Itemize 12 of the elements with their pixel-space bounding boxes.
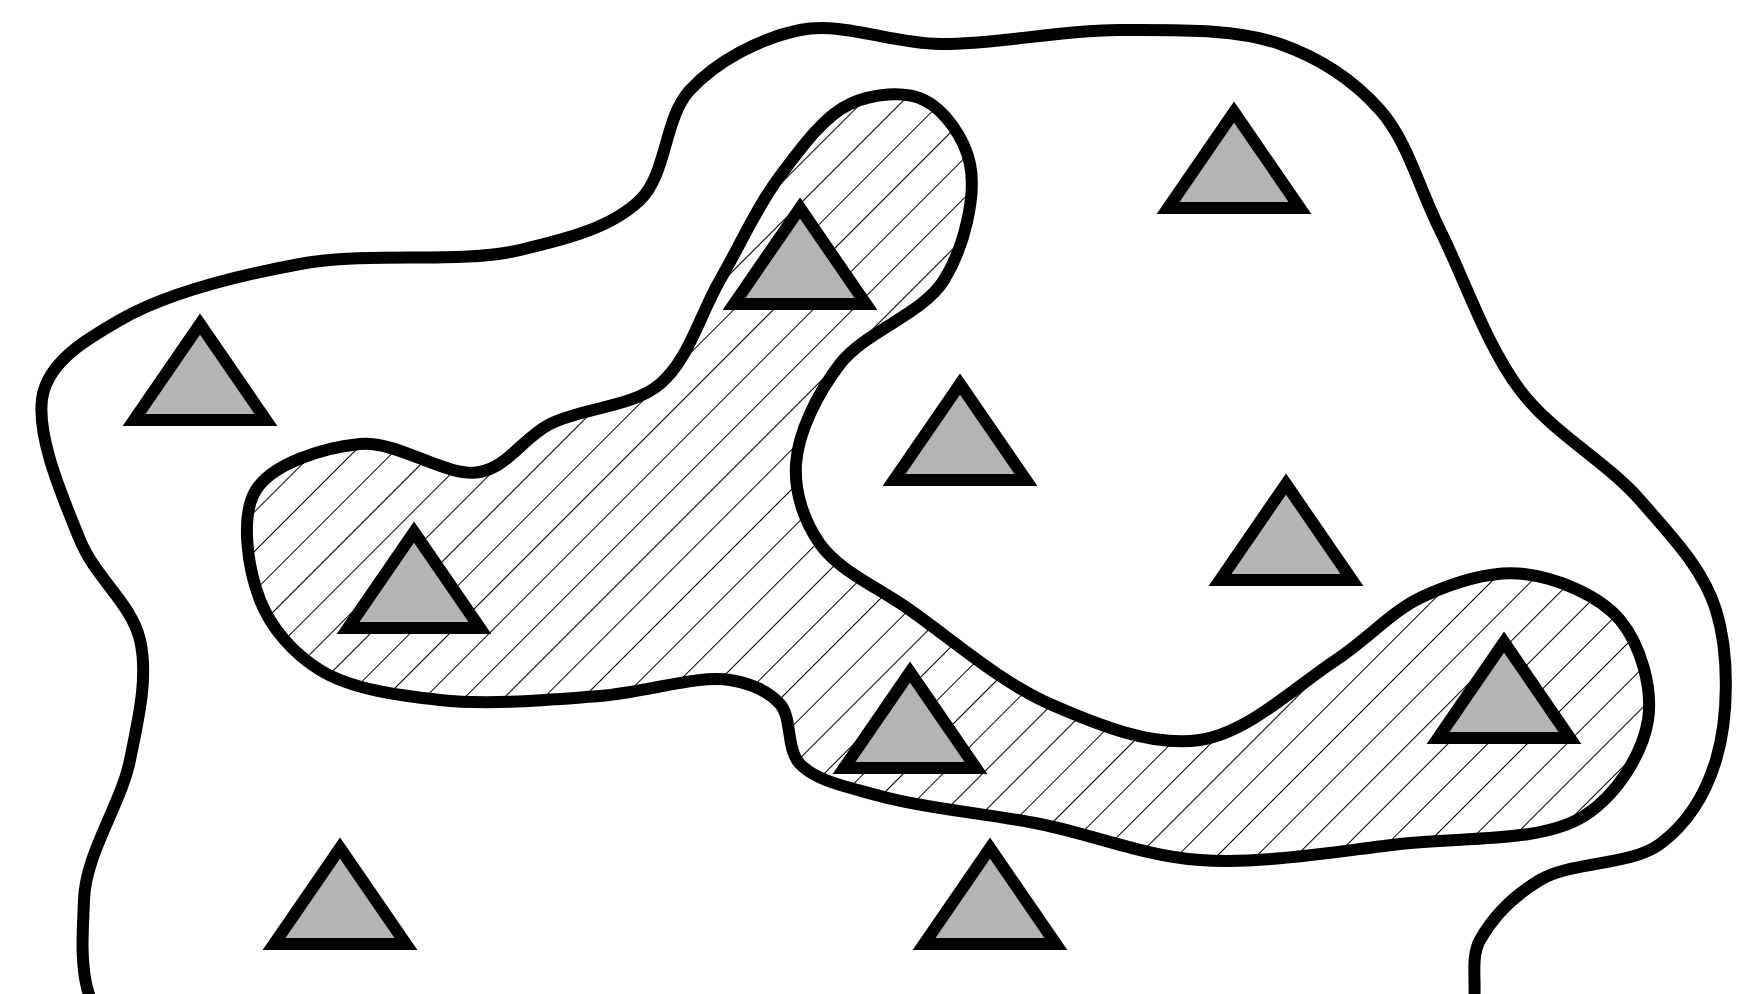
triangle-marker <box>122 313 278 426</box>
triangle-marker <box>1426 631 1582 744</box>
triangle-marker <box>912 837 1068 950</box>
triangle-marker <box>1156 101 1312 214</box>
triangle-marker <box>722 197 878 310</box>
triangle-marker <box>262 837 418 950</box>
outer-region <box>35 22 1732 994</box>
triangle-marker <box>882 373 1038 486</box>
triangle-marker <box>336 521 492 634</box>
triangle-marker <box>832 661 988 774</box>
triangle-marker <box>1208 473 1364 586</box>
hatched-region <box>240 88 1656 867</box>
